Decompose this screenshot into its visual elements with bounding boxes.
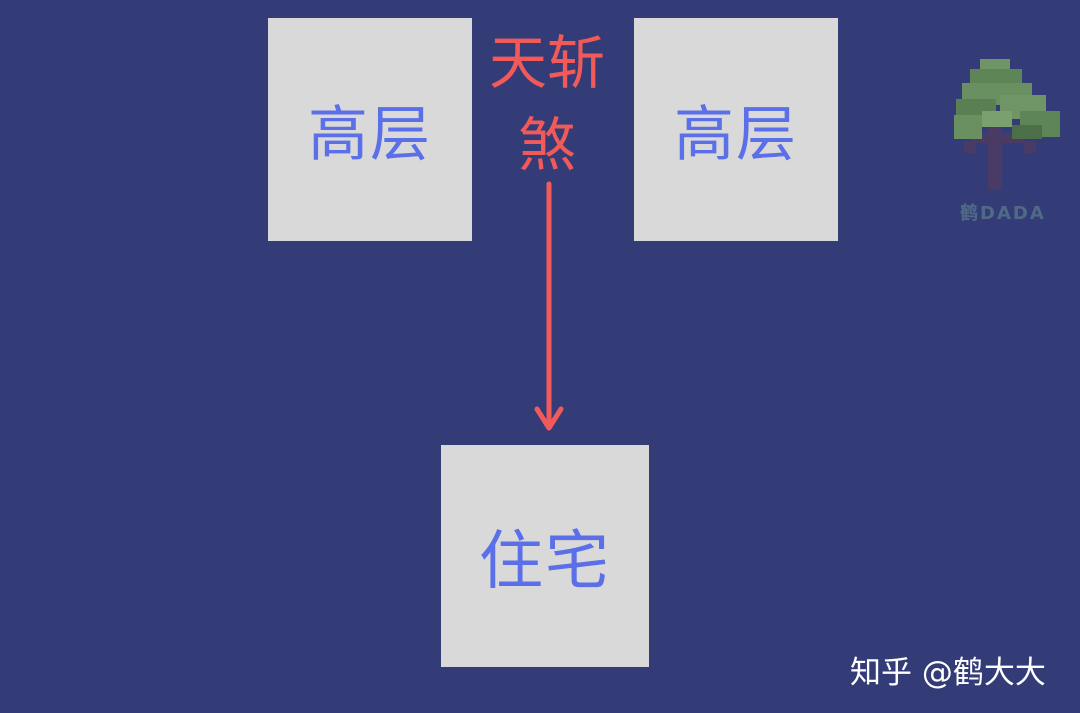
residence-building: 住宅	[441, 445, 649, 667]
sky-slash-label-line2: 煞	[517, 111, 576, 179]
tree-logo-icon	[954, 59, 1060, 190]
sky-slash-label-line1: 天斩	[488, 29, 605, 97]
residence-label: 住宅	[479, 525, 611, 599]
high-rise-label-left: 高层	[308, 100, 432, 170]
high-rise-building-right: 高层	[634, 18, 838, 241]
high-rise-building-left: 高层	[268, 18, 472, 241]
high-rise-label-right: 高层	[674, 100, 798, 170]
zhihu-watermark: 知乎 @鹤大大	[850, 655, 1046, 691]
logo-text: 鹤DADA	[960, 203, 1046, 224]
